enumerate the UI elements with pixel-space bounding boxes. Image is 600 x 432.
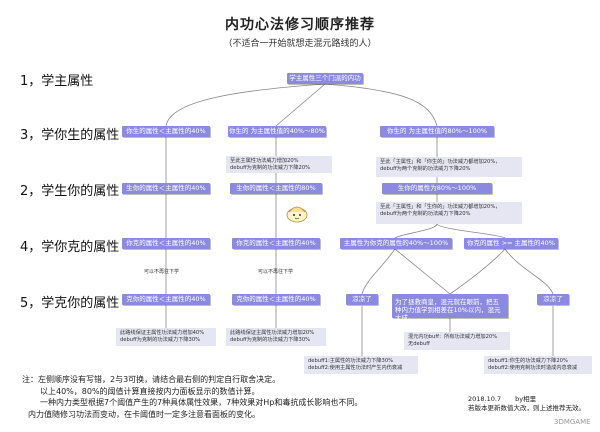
node-r5-c: 凉凉了 xyxy=(346,294,378,305)
note-r2-c: 至此「主属性」和「生你的」功法威力都增加20%， debuff为两个克制的功法威… xyxy=(376,202,522,224)
row-label-3: 3，学你生的属性 xyxy=(20,128,120,143)
row-label-4: 4，学你克的属性 xyxy=(20,240,120,255)
diagram-subtitle: （不适合一开始就想走混元路线的人） xyxy=(223,39,377,49)
node-r4-b: 你克的属性＜主属性的40% xyxy=(232,238,320,249)
row-label-2: 2，学生你的属性 xyxy=(20,184,120,199)
node-r4-d: 你克的属性 >= 主属性的40% xyxy=(464,238,558,249)
node-r3-a: 你生的属性＜主属性的40% xyxy=(122,126,210,137)
note-r5-a: 此路线保证主属性功法威力增加40% debuff为克制的功法威力下降30% xyxy=(116,328,216,346)
note-r5-d: 混元内功buff：所有功法威力增加20% 无debuff xyxy=(404,332,510,350)
row-label-5: 5，学克你的属性 xyxy=(20,296,120,311)
node-r5-b: 克你的属性＜主属性的40% xyxy=(232,294,320,305)
watermark-logo: 3DMGAME xyxy=(554,418,591,426)
node-r4-a: 你克的属性＜主属性的40% xyxy=(122,238,210,249)
note-r5-c: debuff1:主属性的功法威力下降30% debuff2:使用主属性功法时产生… xyxy=(304,356,418,374)
note-r5-b: 此路线保证主属性功法威力增加20% debuff为克制的功法威力下降30% xyxy=(226,328,326,346)
node-r3-b: 你生的 为主属性值的40%～80% xyxy=(228,126,326,137)
meta-author: by相里 xyxy=(515,395,537,403)
note-r3-b: 至此主属性功法威力增加20% debuff为克制的功法威力下降20% xyxy=(226,156,332,173)
meta-note: 若版本更新数值大改，则上述推荐无效。 xyxy=(468,404,585,412)
mascot-icon xyxy=(286,206,308,223)
footer-line-4: 内力值随修习功法而变动，在卡阈值时一定多注意看面板的变化。 xyxy=(28,409,260,419)
node-r5-e: 凉凉了 xyxy=(537,294,569,305)
meta-block: 2018.10.7 by相里 若版本更新数值大改，则上述推荐无效。 xyxy=(468,395,585,413)
footer-line-1: 注：左侧顺序没有写错，2与3可换，请结合最右侧的判定自行取舍决定。 xyxy=(22,375,281,384)
footer-line-3: 一种内力类型根据7个阈值产生的7种具体属性效果，7种效果对Hp和毒抗成长影响也不… xyxy=(40,398,363,407)
node-r2-a: 生你的属性＜主属性的40% xyxy=(122,183,210,194)
node-root: 学主属性三个门派的内功 xyxy=(287,73,363,84)
footer-line-2: 以上40%，80%的阈值计算直接按内力面板显示的数值计算。 xyxy=(40,386,260,396)
note-r3-c: 至此「主属性」和「你生的」功法威力都增加20%， debuff为两个克制的功法威… xyxy=(376,157,522,177)
node-r2-c: 生你的属性为80%～100% xyxy=(382,183,492,194)
note-r5-e: debuff1:你生的功法威力下降20% debuff2:使用克制功法时造成内息… xyxy=(484,356,592,374)
node-r5-a: 克你的属性＜主属性的40% xyxy=(122,294,210,305)
node-r2-b: 生你的属性＜主属性的80% xyxy=(230,183,322,194)
node-r5-d: 为了拯救商皇，混元就在眼前，把五种内力值学到相差在10%以内，混元大成。 xyxy=(392,294,508,322)
stop-text-2: 可以不再往下学 xyxy=(258,269,294,275)
footer-notes: 注：左侧顺序没有写错，2与3可换，请结合最右侧的判定自行取舍决定。 以上40%，… xyxy=(22,374,362,420)
meta-date: 2018.10.7 xyxy=(468,395,502,403)
node-r3-c: 你生的 为主属性值的80%～100% xyxy=(380,126,494,137)
diagram-title: 内功心法修习顺序推荐 xyxy=(225,17,375,33)
stop-text-1: 可以不再往下学 xyxy=(144,269,180,275)
node-r4-c: 主属性为你克的属性的40%～100% xyxy=(340,238,452,249)
row-label-1: 1，学主属性 xyxy=(20,74,94,89)
